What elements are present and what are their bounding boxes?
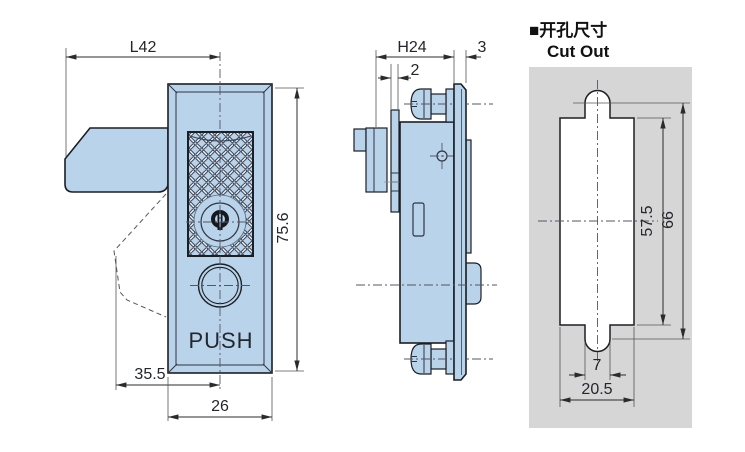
cutout-title-en: Cut Out xyxy=(547,42,610,61)
side-push-button-bump xyxy=(465,262,482,305)
dim-panel-thickness-label: 3 xyxy=(478,39,487,56)
dim-latch-plate-thickness: 2 xyxy=(378,62,420,109)
top-screw xyxy=(404,88,493,123)
side-bezel-plate xyxy=(453,83,467,381)
dim-body-width: 26 xyxy=(167,377,273,421)
dim-latch-offset-label: 35.5 xyxy=(134,366,165,383)
dim-latch-plate-thickness-label: 2 xyxy=(411,62,420,79)
bottom-screw xyxy=(404,340,493,375)
dim-slot-height: 57.5 xyxy=(637,117,671,326)
side-slot xyxy=(412,202,425,237)
dim-slot-width: 20.5 xyxy=(559,327,635,407)
dim-panel-thickness: 3 xyxy=(465,39,487,83)
latch-arm-phantom-outline xyxy=(113,193,167,318)
side-housing xyxy=(399,121,456,344)
cutout-centerlines xyxy=(538,80,658,367)
dim-latch-length: L42 xyxy=(65,39,220,157)
dim-slot-width-label: 20.5 xyxy=(581,381,612,398)
dim-overall-height: 66 xyxy=(573,102,690,340)
side-view: H24 3 2 xyxy=(353,39,497,381)
dim-notch-width: 7 xyxy=(569,342,626,380)
dim-depth-label: H24 xyxy=(397,39,426,56)
dim-body-height: 75.6 xyxy=(275,87,304,372)
front-view: PUSH L42 75.6 35.5 xyxy=(64,39,304,421)
side-latch-arm xyxy=(353,109,409,213)
dim-notch-width-label: 7 xyxy=(593,357,602,374)
dim-overall-height-label: 66 xyxy=(660,211,677,229)
push-label: PUSH xyxy=(188,328,253,353)
dim-body-width-label: 26 xyxy=(211,398,229,415)
dim-slot-height-label: 57.5 xyxy=(639,205,656,236)
dim-body-height-label: 75.6 xyxy=(275,212,292,243)
cutout-title-cn: ■开孔尺寸 xyxy=(529,20,607,40)
front-centerlines xyxy=(186,52,254,392)
cutout-view: ■开孔尺寸 Cut Out 57.5 66 xyxy=(529,20,692,428)
dim-latch-length-label: L42 xyxy=(130,39,157,56)
latch-arm xyxy=(64,127,169,193)
dim-depth: H24 xyxy=(375,39,455,127)
